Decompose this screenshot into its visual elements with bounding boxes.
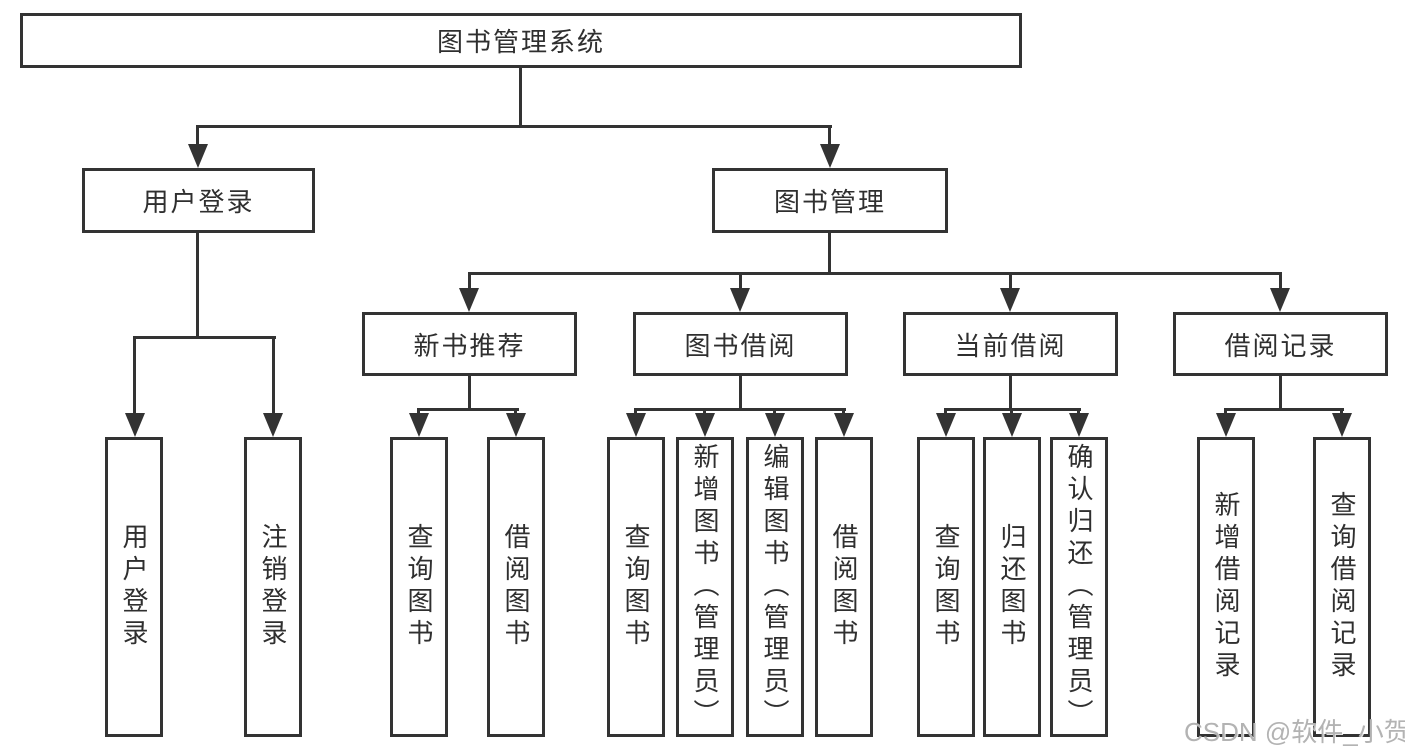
leaf-query-borrow-record-label: 查询借阅记录 [1327,491,1357,683]
leaf-borrow-books-1-label: 借阅图书 [501,523,531,651]
leaf-edit-books-admin-label: 编辑图书（管理员） [760,443,790,731]
node-current-borrow-label: 当前借阅 [954,330,1067,361]
arrow-down-icon [263,413,283,437]
arrow-down-icon [820,144,840,168]
arrow-down-icon [1270,288,1290,312]
arrow-down-icon [1000,288,1020,312]
connector-line [634,408,846,411]
leaf-logout-label: 注销登录 [258,523,288,651]
csdn-watermark: CSDN @软件_小贺同学 [1184,717,1405,747]
leaf-confirm-return-admin: 确认归还（管理员） [1050,437,1108,737]
arrow-down-icon [125,413,145,437]
connector-line [468,272,471,292]
connector-line [133,336,276,339]
leaf-borrow-books-2: 借阅图书 [815,437,873,737]
connector-line [272,336,275,416]
leaf-return-books-label: 归还图书 [997,523,1027,651]
leaf-user-login: 用户登录 [105,437,163,737]
arrow-down-icon [1332,413,1352,437]
node-book-borrow: 图书借阅 [633,312,848,376]
leaf-query-books-2: 查询图书 [607,437,665,737]
arrow-down-icon [188,144,208,168]
leaf-query-books-2-label: 查询图书 [621,523,651,651]
leaf-return-books: 归还图书 [983,437,1041,737]
connector-line [196,233,199,339]
arrow-down-icon [695,413,715,437]
leaf-borrow-books-2-label: 借阅图书 [829,523,859,651]
node-root-label: 图书管理系统 [436,27,605,57]
node-current-borrow: 当前借阅 [903,312,1118,376]
connector-line [828,125,831,147]
leaf-add-borrow-record: 新增借阅记录 [1197,437,1255,737]
arrow-down-icon [1216,413,1236,437]
leaf-query-books-1: 查询图书 [390,437,448,737]
connector-line [828,233,831,275]
arrow-down-icon [730,288,750,312]
leaf-add-borrow-record-label: 新增借阅记录 [1211,491,1241,683]
arrow-down-icon [834,413,854,437]
connector-line [739,272,742,292]
node-user-login-label: 用户登录 [142,187,255,217]
node-root: 图书管理系统 [20,13,1022,68]
node-borrow-record: 借阅记录 [1173,312,1388,376]
arrow-down-icon [506,413,526,437]
node-book-borrow-label: 图书借阅 [684,330,797,361]
leaf-query-books-1-label: 查询图书 [404,523,434,651]
connector-line [1279,376,1282,411]
arrow-down-icon [1002,413,1022,437]
connector-line [1224,408,1344,411]
arrow-down-icon [765,413,785,437]
leaf-confirm-return-admin-label: 确认归还（管理员） [1064,443,1094,731]
connector-line [196,125,199,147]
connector-line [1009,272,1012,292]
connector-line [519,68,522,125]
connector-line [196,125,832,128]
leaf-logout: 注销登录 [244,437,302,737]
connector-line [468,376,471,411]
connector-line [133,336,136,416]
arrow-down-icon [409,413,429,437]
leaf-query-borrow-record: 查询借阅记录 [1313,437,1371,737]
leaf-edit-books-admin: 编辑图书（管理员） [746,437,804,737]
leaf-query-books-3: 查询图书 [917,437,975,737]
connector-line [1279,272,1282,292]
leaf-user-login-label: 用户登录 [119,523,149,651]
connector-line [417,408,519,411]
connector-line [1009,376,1012,411]
arrow-down-icon [626,413,646,437]
connector-line [739,376,742,411]
node-book-management: 图书管理 [712,168,948,233]
arrow-down-icon [1069,413,1089,437]
leaf-add-books-admin: 新增图书（管理员） [676,437,734,737]
leaf-query-books-3-label: 查询图书 [931,523,961,651]
node-new-book-recommend: 新书推荐 [362,312,577,376]
connector-line [468,272,1282,275]
leaf-borrow-books-1: 借阅图书 [487,437,545,737]
node-borrow-record-label: 借阅记录 [1224,330,1337,361]
node-user-login: 用户登录 [82,168,315,233]
node-new-book-recommend-label: 新书推荐 [413,330,526,361]
arrow-down-icon [936,413,956,437]
arrow-down-icon [459,288,479,312]
leaf-add-books-admin-label: 新增图书（管理员） [690,443,720,731]
node-book-management-label: 图书管理 [773,187,886,217]
